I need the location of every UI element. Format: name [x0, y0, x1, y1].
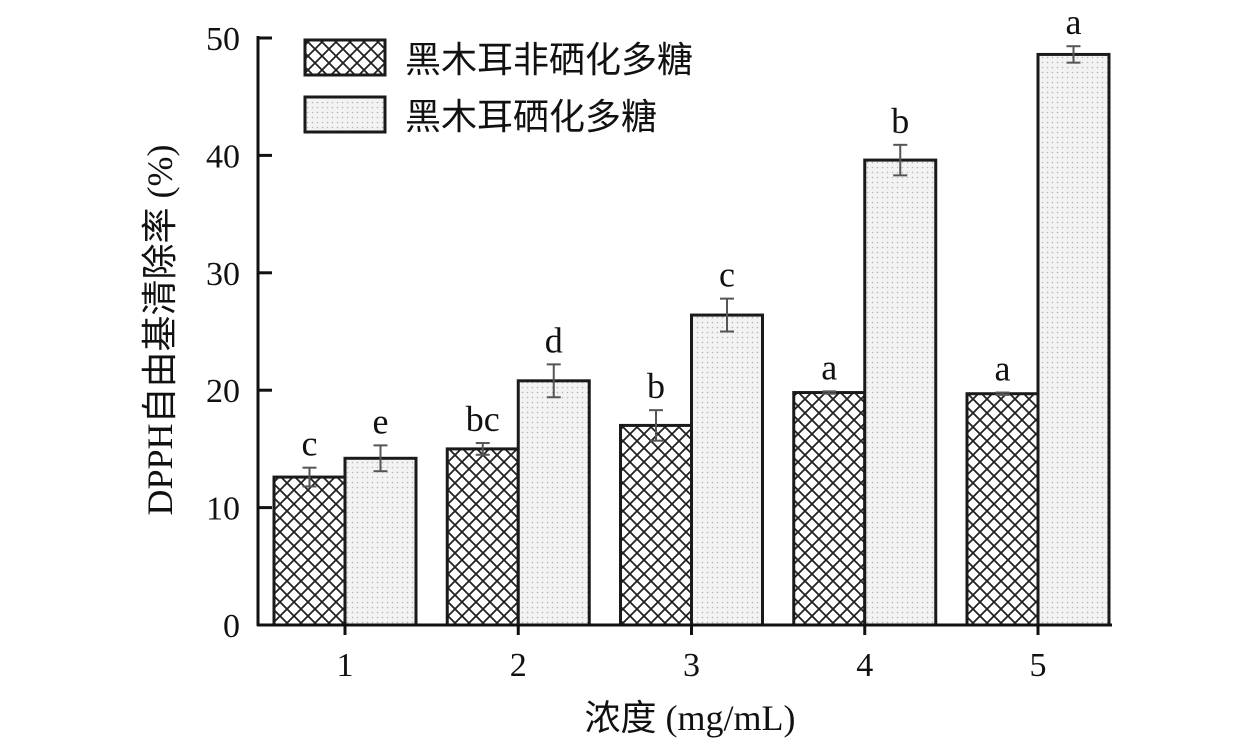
bar-dotted-3 — [690, 313, 764, 627]
error-bar — [649, 409, 663, 442]
significance-letter: a — [1066, 2, 1082, 42]
legend-swatch-crosshatch — [303, 38, 387, 77]
significance-letter: c — [719, 255, 735, 295]
bar-crosshatch-1 — [272, 475, 347, 627]
x-tick-label: 3 — [683, 647, 700, 684]
significance-letter: c — [302, 424, 318, 464]
bar-dotted-1 — [343, 456, 418, 627]
x-tick-label: 5 — [1030, 647, 1047, 684]
error-bar — [302, 466, 317, 488]
x-tick-label: 1 — [337, 647, 354, 684]
significance-letter: a — [995, 349, 1011, 389]
significance-letter: b — [647, 366, 665, 406]
error-bar — [475, 442, 490, 456]
y-tick-label: 30 — [206, 256, 240, 293]
bar-dotted-2 — [516, 379, 591, 627]
significance-letter: e — [373, 401, 389, 441]
x-tick-label: 4 — [856, 647, 873, 684]
bar-crosshatch-4 — [792, 391, 867, 627]
error-bar — [373, 444, 388, 473]
significance-letter: b — [891, 101, 909, 141]
significance-letter: a — [821, 347, 837, 387]
error-bar — [893, 143, 908, 177]
error-bar — [1066, 45, 1081, 64]
bar-dotted-4 — [863, 158, 938, 627]
bar-crosshatch-2 — [445, 447, 520, 627]
y-tick-label: 40 — [206, 138, 240, 175]
y-axis-label: DPPH自由基清除率 (%) — [140, 144, 180, 515]
legend-swatch-dotted — [303, 95, 387, 134]
significance-letter: d — [545, 320, 563, 360]
error-bar — [822, 390, 837, 395]
bar-dotted-5 — [1036, 52, 1111, 627]
error-bar — [995, 391, 1010, 396]
y-tick-label: 20 — [206, 373, 240, 410]
bar-crosshatch-5 — [965, 392, 1040, 627]
x-axis-label: 浓度 (mg/mL) — [585, 698, 796, 738]
error-bar — [720, 297, 734, 333]
legend: 黑木耳非硒化多糖 黑木耳硒化多糖 — [303, 38, 693, 137]
y-tick-label: 10 — [206, 491, 240, 528]
y-tick-label: 50 — [206, 21, 240, 58]
error-bar — [546, 363, 561, 399]
x-tick-label: 2 — [510, 647, 527, 684]
significance-letter: bc — [466, 399, 500, 439]
bar-crosshatch-3 — [619, 423, 693, 627]
legend-label-non-selenized: 黑木耳非硒化多糖 — [405, 40, 693, 80]
y-tick-label: 0 — [223, 608, 240, 645]
legend-label-selenized: 黑木耳硒化多糖 — [405, 97, 657, 137]
